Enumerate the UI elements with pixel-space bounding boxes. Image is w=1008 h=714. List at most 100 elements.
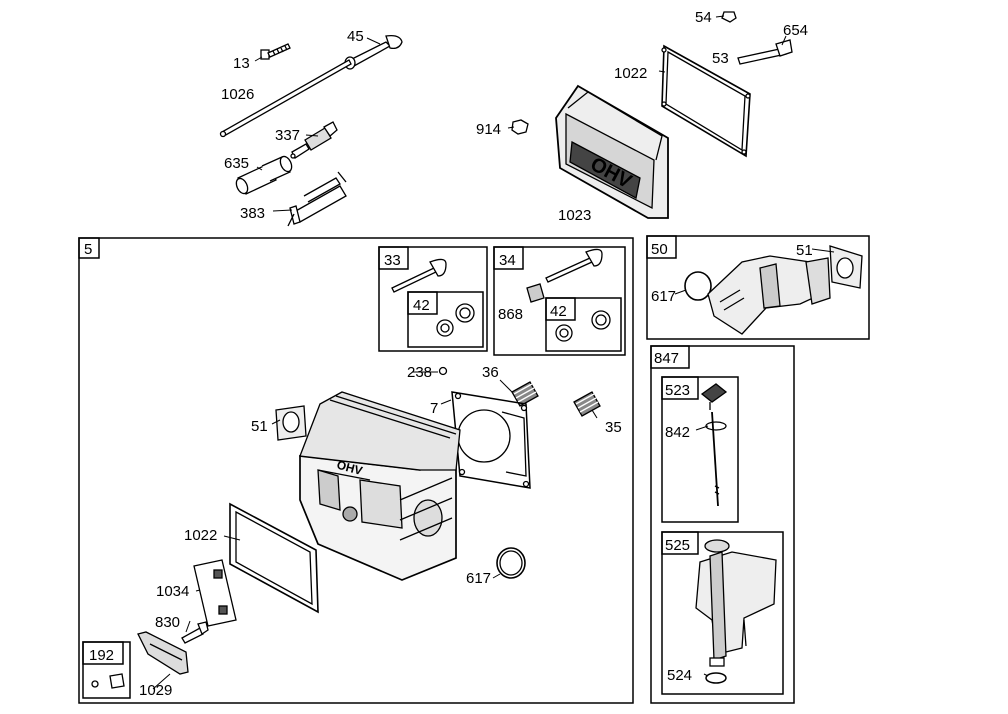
box-50-intake xyxy=(646,235,870,340)
valve-keeper-42b-icon xyxy=(555,310,611,342)
box-525 xyxy=(661,531,784,695)
frames xyxy=(78,235,870,704)
box-42-a xyxy=(407,291,484,348)
label-1034: 1034 xyxy=(156,583,189,600)
label-192: 192 xyxy=(89,647,114,664)
intake-valve-33-icon xyxy=(391,258,447,293)
label-617-main: 617 xyxy=(466,570,491,587)
label-523: 523 xyxy=(665,382,690,399)
screw-13-icon xyxy=(260,43,291,60)
box-42-b-tag xyxy=(545,297,576,321)
label-5: 5 xyxy=(84,241,92,258)
label-337: 337 xyxy=(275,127,300,144)
label-42-a: 42 xyxy=(413,297,430,314)
box-5-tag xyxy=(78,237,100,259)
screw-914-icon xyxy=(511,119,529,135)
box-33-intake-valve xyxy=(378,246,488,352)
rocker-arm-1029-icon xyxy=(137,631,189,675)
leader-lines xyxy=(152,15,835,690)
screw-830-icon xyxy=(181,621,209,644)
spark-plug-337-icon xyxy=(290,121,338,159)
label-54: 54 xyxy=(695,9,712,26)
small-parts-192-icon xyxy=(91,673,125,689)
cylinder-head-parts: OHV xyxy=(91,366,601,689)
rocker-cover-1023-icon: OHV xyxy=(555,84,669,219)
label-654: 654 xyxy=(783,22,808,39)
dipstick-parts xyxy=(695,383,777,684)
retainer-238-icon xyxy=(438,366,448,376)
box-523-tag xyxy=(661,376,699,400)
dipstick-tube-525-icon xyxy=(695,539,777,684)
gasket-1022-top-icon xyxy=(661,44,751,158)
dipstick-523-icon xyxy=(700,383,728,507)
box-525-tag xyxy=(661,531,699,555)
box-34-tag xyxy=(493,246,524,270)
box-50-tag xyxy=(646,235,677,259)
o-ring-842-icon xyxy=(705,421,727,431)
cylinder-head-body-icon: OHV xyxy=(299,391,461,581)
label-35: 35 xyxy=(605,419,622,436)
label-842: 842 xyxy=(665,424,690,441)
gasket-1022-main-icon xyxy=(229,502,319,614)
o-ring-524-icon xyxy=(705,672,727,684)
rocker-cover-parts: OHV xyxy=(511,11,793,219)
sleeve-635-icon xyxy=(235,155,293,195)
intake-elbow-parts xyxy=(684,245,863,335)
o-ring-617-main-icon xyxy=(496,547,526,579)
label-524: 524 xyxy=(667,667,692,684)
label-7: 7 xyxy=(430,400,438,417)
label-238: 238 xyxy=(407,364,432,381)
valve-spring-36-icon xyxy=(511,381,539,407)
plate-1034-icon xyxy=(193,559,237,627)
label-42-b: 42 xyxy=(550,303,567,320)
box-847-dipstick xyxy=(650,345,795,704)
box-847-tag xyxy=(650,345,690,369)
label-1029: 1029 xyxy=(139,682,172,699)
intake-gasket-51-icon xyxy=(275,405,307,441)
exhaust-valve-34-icon xyxy=(545,248,603,283)
label-36: 36 xyxy=(482,364,499,381)
label-868: 868 xyxy=(498,306,523,323)
top-left-parts xyxy=(219,34,403,227)
tool-383-icon xyxy=(287,171,347,227)
head-gasket-7-icon xyxy=(451,391,531,489)
ohv-head-logo: OHV xyxy=(335,458,364,478)
box-42-b xyxy=(545,297,622,352)
label-383: 383 xyxy=(240,205,265,222)
bolt-54-icon xyxy=(721,11,737,23)
label-635: 635 xyxy=(224,155,249,172)
label-847: 847 xyxy=(654,350,679,367)
label-13: 13 xyxy=(233,55,250,72)
valve-kits xyxy=(391,248,611,342)
box-42-a-tag xyxy=(407,291,438,315)
valve-keeper-42a-icon xyxy=(436,303,475,337)
label-53: 53 xyxy=(712,50,729,67)
label-51-main: 51 xyxy=(251,418,268,435)
label-34: 34 xyxy=(499,252,516,269)
label-45: 45 xyxy=(347,28,364,45)
label-617-intake: 617 xyxy=(651,288,676,305)
intake-elbow-50-icon xyxy=(707,255,831,335)
box-5-cylinder-head-assembly xyxy=(78,237,634,704)
box-192-tag xyxy=(82,641,124,665)
label-1026: 1026 xyxy=(221,86,254,103)
label-51-intake: 51 xyxy=(796,242,813,259)
label-525: 525 xyxy=(665,537,690,554)
label-1022-main: 1022 xyxy=(184,527,217,544)
box-33-tag xyxy=(378,246,409,270)
pushrod-1026-icon xyxy=(219,59,352,138)
label-1022-top: 1022 xyxy=(614,65,647,82)
gasket-51-intake-icon xyxy=(829,245,863,289)
label-50: 50 xyxy=(651,241,668,258)
o-ring-617-intake-icon xyxy=(684,271,712,301)
label-830: 830 xyxy=(155,614,180,631)
breather-53-icon xyxy=(737,39,793,65)
valve-spring-35-icon xyxy=(573,391,601,417)
callout-labels: 13 45 1026 337 635 383 54 654 53 1022 91… xyxy=(84,9,813,699)
box-523 xyxy=(661,376,739,523)
label-914: 914 xyxy=(476,121,501,138)
valve-seal-868-icon xyxy=(526,283,545,303)
box-34-exhaust-valve xyxy=(493,246,626,356)
label-33: 33 xyxy=(384,252,401,269)
